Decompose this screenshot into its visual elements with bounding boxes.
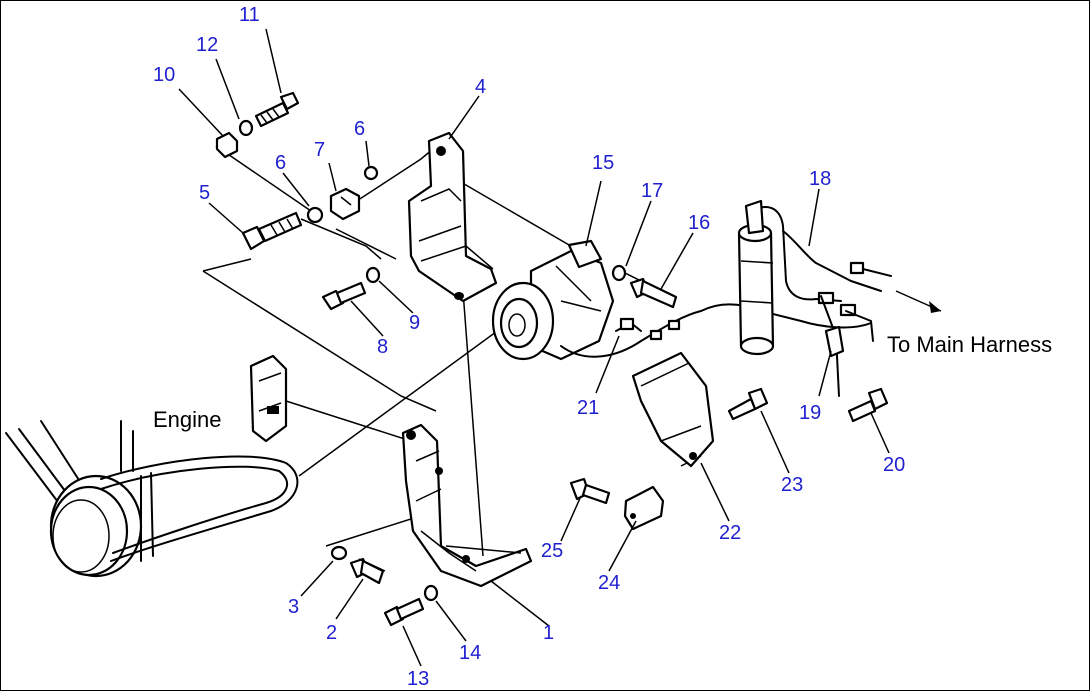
callout-4: 4 [475, 76, 486, 98]
callout-25: 25 [541, 540, 563, 562]
engine-bracket [249, 354, 288, 443]
engine-label: Engine [153, 407, 222, 432]
callout-6-upper: 6 [354, 118, 365, 140]
hardware-top-left [215, 91, 381, 311]
callout-17: 17 [641, 180, 663, 202]
to-main-harness-label: To Main Harness [887, 332, 1052, 357]
lower-bracket [401, 423, 533, 588]
callout-11: 11 [239, 4, 260, 26]
callout-16: 16 [688, 212, 710, 234]
callout-18: 18 [809, 168, 831, 190]
hardware-bottom-left [330, 545, 439, 627]
callout-10: 10 [153, 64, 175, 86]
callout-15: 15 [592, 152, 614, 174]
callout-14: 14 [459, 642, 481, 664]
drive-belt [100, 455, 299, 562]
callout-8: 8 [377, 336, 388, 358]
hardware-right [569, 387, 889, 505]
callout-leaders [178, 28, 890, 667]
callout-22: 22 [719, 522, 741, 544]
engine-pulley [5, 420, 143, 578]
callout-24: 24 [598, 572, 620, 594]
callout-2: 2 [326, 622, 337, 644]
upper-bracket [407, 131, 498, 303]
callout-21: 21 [577, 397, 599, 419]
callout-20: 20 [883, 454, 905, 476]
callout-6-lower: 6 [275, 152, 286, 174]
cover-plate [623, 351, 715, 531]
callout-12: 12 [196, 34, 218, 56]
compressor [491, 239, 678, 361]
callout-19: 19 [799, 402, 821, 424]
callout-23: 23 [781, 474, 803, 496]
receiver-dryer [737, 199, 775, 356]
callout-3: 3 [288, 596, 299, 618]
callout-13: 13 [407, 668, 429, 690]
callout-9: 9 [409, 312, 420, 334]
callout-numbers: 11 12 10 4 6 7 6 5 9 8 15 17 16 18 21 19… [153, 4, 905, 690]
callout-1: 1 [543, 622, 554, 644]
callout-5: 5 [199, 182, 210, 204]
callout-7: 7 [314, 139, 325, 161]
wiring-harness [560, 206, 942, 397]
